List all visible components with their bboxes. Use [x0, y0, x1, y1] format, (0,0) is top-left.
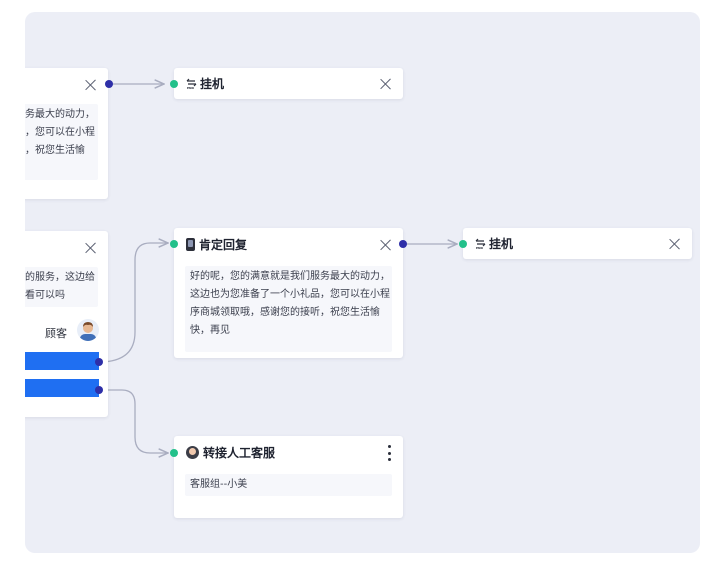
text-line: ，祝您生活愉	[25, 145, 85, 156]
text-line: 务最大的动力，	[25, 109, 95, 120]
branch-2-output-port[interactable]	[95, 386, 103, 394]
node-left-mid[interactable]: 的服务，这边给 看可以吗 顾客	[25, 231, 108, 417]
close-icon[interactable]	[84, 241, 98, 255]
node-title: 挂机	[489, 237, 514, 251]
text-line: 这边也为您准备了一个小礼品，您可以在小程	[190, 289, 390, 300]
end-call-icon: END	[186, 78, 197, 90]
customer-avatar-icon	[77, 319, 99, 341]
node-title: 挂机	[200, 77, 225, 91]
agent-icon	[186, 445, 199, 459]
branch-option-2[interactable]	[25, 379, 99, 397]
node-positive-reply-output-port[interactable]	[399, 240, 407, 248]
node-left-mid-text: 的服务，这边给 看可以吗	[25, 267, 98, 307]
node-title-row: 肯定回复	[186, 236, 247, 253]
close-icon[interactable]	[668, 237, 682, 251]
node-title: 肯定回复	[199, 237, 248, 252]
text-line: 的服务，这边给	[25, 272, 95, 283]
node-hangup-top-input-port[interactable]	[170, 80, 178, 88]
end-call-icon: END	[475, 238, 486, 250]
node-left-top-output-port[interactable]	[105, 80, 113, 88]
speaker-label: 顾客	[45, 327, 67, 340]
node-positive-reply[interactable]: 肯定回复 好的呢，您的满意就是我们服务最大的动力， 这边也为您准备了一个小礼品，…	[174, 228, 403, 358]
node-hangup-right-input-port[interactable]	[459, 240, 467, 248]
node-title-row: END 挂机	[475, 235, 513, 252]
node-transfer[interactable]: 转接人工客服 客服组--小美	[174, 436, 403, 518]
close-icon[interactable]	[379, 77, 393, 91]
edge-branch1-to-positive	[98, 243, 168, 363]
node-hangup-top[interactable]: END 挂机	[174, 68, 403, 99]
text-line: 看可以吗	[25, 290, 65, 301]
node-transfer-input-port[interactable]	[170, 449, 178, 457]
node-left-top-text: 务最大的动力， ，您可以在小程 ，祝您生活愉	[25, 104, 98, 180]
node-positive-reply-input-port[interactable]	[170, 240, 178, 248]
svg-text:END: END	[187, 86, 195, 89]
node-title-row: END 挂机	[186, 75, 224, 92]
text-line: 序商城领取哦，感谢您的接听，祝您生活愉	[190, 307, 380, 318]
reply-text: 好的呢，您的满意就是我们服务最大的动力， 这边也为您准备了一个小礼品，您可以在小…	[185, 266, 392, 352]
more-vertical-icon[interactable]	[387, 445, 391, 461]
branch-option-1[interactable]	[25, 352, 99, 370]
node-title-row: 转接人工客服	[186, 444, 275, 461]
svg-text:END: END	[476, 246, 484, 249]
close-icon[interactable]	[379, 238, 393, 252]
transfer-target: 客服组--小美	[185, 474, 392, 496]
text-line: ，您可以在小程	[25, 127, 95, 138]
branch-1-output-port[interactable]	[95, 358, 103, 366]
node-left-top[interactable]: 务最大的动力， ，您可以在小程 ，祝您生活愉	[25, 68, 108, 199]
connectors	[98, 12, 700, 553]
node-title: 转接人工客服	[203, 445, 276, 460]
close-icon[interactable]	[84, 78, 98, 92]
text-line: 好的呢，您的满意就是我们服务最大的动力，	[190, 271, 390, 282]
flow-canvas[interactable]: 务最大的动力， ，您可以在小程 ，祝您生活愉 的服务，这边给 看可以吗 顾客	[25, 12, 700, 553]
edge-branch2-to-transfer	[99, 389, 168, 453]
node-hangup-right[interactable]: END 挂机	[463, 228, 692, 259]
phone-icon	[186, 237, 195, 251]
text-line: 快，再见	[190, 325, 230, 336]
